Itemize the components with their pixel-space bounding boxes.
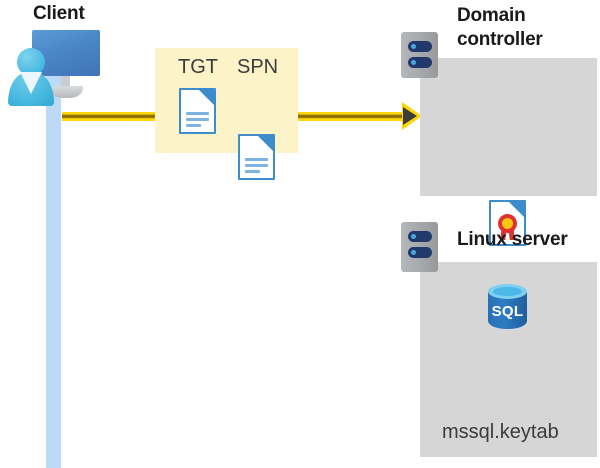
flow-arrow-segment-right bbox=[298, 112, 406, 121]
ticket-label-spn: SPN bbox=[237, 56, 279, 78]
client-workstation-icon bbox=[8, 28, 100, 106]
monitor-base-icon bbox=[49, 86, 83, 98]
server-led-icon bbox=[411, 250, 416, 255]
ticket-label-tgt: TGT bbox=[178, 56, 218, 78]
domain-controller-title: Domain controller bbox=[457, 5, 543, 50]
client-lifeline bbox=[46, 70, 61, 468]
document-line bbox=[186, 112, 209, 115]
certificate-document-icon bbox=[489, 200, 526, 246]
flow-arrow-segment-left bbox=[62, 112, 155, 121]
document-line bbox=[245, 164, 268, 167]
document-line bbox=[245, 170, 260, 173]
domain-controller-server-icon bbox=[401, 32, 438, 78]
sql-label: SQL bbox=[491, 303, 524, 320]
document-line bbox=[186, 118, 209, 121]
person-collar-icon bbox=[20, 72, 42, 94]
tgt-document-icon bbox=[179, 88, 216, 134]
linux-server-title: Linux server bbox=[457, 229, 568, 250]
spn-document-icon bbox=[238, 134, 275, 180]
document-line bbox=[245, 158, 268, 161]
sql-cylinder-top-inner bbox=[493, 287, 522, 296]
person-head-icon bbox=[17, 48, 45, 76]
server-led-icon bbox=[411, 234, 416, 239]
server-led-icon bbox=[411, 44, 416, 49]
server-led-icon bbox=[411, 60, 416, 65]
server-bay-icon bbox=[408, 41, 432, 52]
monitor-neck-icon bbox=[61, 76, 70, 88]
server-bay-icon bbox=[408, 247, 432, 258]
client-title: Client bbox=[33, 3, 85, 24]
server-bay-icon bbox=[408, 231, 432, 242]
certificate-seal-inner bbox=[502, 218, 513, 229]
document-line bbox=[186, 124, 201, 127]
keytab-filename-label: mssql.keytab bbox=[442, 421, 559, 443]
linux-server-icon bbox=[401, 222, 438, 272]
domain-controller-panel bbox=[420, 58, 597, 196]
sql-database-icon: SQL bbox=[485, 283, 530, 331]
flow-arrow-head-icon bbox=[402, 102, 424, 130]
server-bay-icon bbox=[408, 57, 432, 68]
